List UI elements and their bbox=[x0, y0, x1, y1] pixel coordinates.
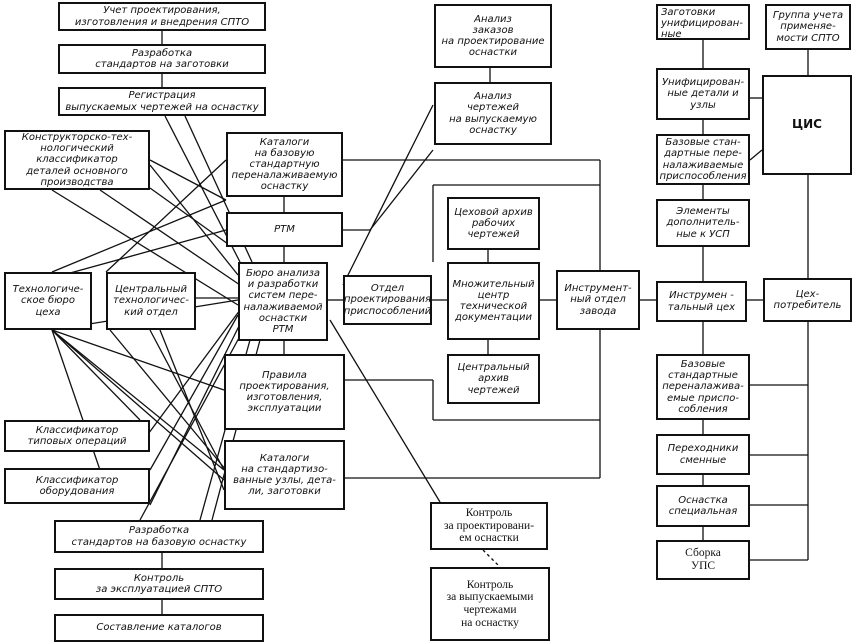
box-perehodniki: Переходники сменные bbox=[656, 434, 750, 475]
box-rtm: РТМ bbox=[226, 212, 343, 247]
box-kontrol-proekt: Контроль за проектировани- ем оснастки bbox=[430, 502, 548, 550]
box-instr-ceh: Инструмен - тальный цех bbox=[656, 281, 747, 322]
box-kontrol-vyp: Контроль за выпускаемыми чертежами на ос… bbox=[430, 567, 550, 641]
box-sostav: Составление каталогов bbox=[54, 614, 264, 642]
box-klass-oper: Классификатор типовых операций bbox=[4, 420, 150, 452]
box-kat-std: Каталоги на стандартизо- ванные узлы, де… bbox=[224, 440, 345, 510]
box-analiz-cher: Анализ чертежей на выпускаемую оснастку bbox=[434, 82, 552, 145]
box-unif: Унифицирован- ные детали и узлы bbox=[656, 68, 750, 120]
box-konstr: Конструкторско-тех- нологический классиф… bbox=[4, 130, 150, 190]
box-pravila: Правила проектирования, изготовления, эк… bbox=[224, 354, 345, 430]
box-klass-obor: Классификатор оборудования bbox=[4, 468, 150, 504]
box-kontrol-exp: Контроль за эксплуатацией СПТО bbox=[54, 568, 264, 600]
box-zagotovki: Заготовки унифицирован- ные bbox=[656, 4, 750, 40]
box-gruppa: Группа учета применяе- мости СПТО bbox=[765, 4, 851, 50]
box-sborka: Сборка УПС bbox=[656, 540, 750, 580]
box-razrab-std: Разработка стандартов на заготовки bbox=[58, 44, 266, 74]
box-biuro: Бюро анализа и разработки систем пере- н… bbox=[238, 262, 328, 341]
box-tech-biuro: Технологиче- ское бюро цеха bbox=[4, 272, 92, 330]
box-analiz-zak: Анализ заказов на проектирование оснастк… bbox=[434, 4, 552, 68]
box-registr: Регистрация выпускаемых чертежей на осна… bbox=[58, 87, 266, 116]
box-otdel-proekt: Отдел проектирования приспособлений bbox=[343, 275, 432, 325]
box-central-tech: Центральный технологичес- кий отдел bbox=[106, 272, 196, 330]
box-elementy: Элементы дополнитель- ные к УСП bbox=[656, 199, 750, 247]
box-kat-baz: Каталоги на базовую стандартную перенала… bbox=[226, 132, 343, 197]
box-bazovye-2: Базовые стандартные переналажива- емые п… bbox=[656, 354, 750, 420]
box-central-arh: Центральный архив чертежей bbox=[447, 354, 540, 404]
box-cehovoy: Цеховой архив рабочих чертежей bbox=[447, 197, 540, 250]
box-osnastka: Оснастка специальная bbox=[656, 485, 750, 527]
box-razrab-baz: Разработка стандартов на базовую оснастк… bbox=[54, 520, 264, 553]
box-cis: ЦИС bbox=[762, 75, 852, 175]
box-mnozh: Множительный центр технической документа… bbox=[447, 262, 540, 340]
box-instr-otdel: Инструмент- ный отдел завода bbox=[556, 270, 640, 330]
box-uchet: Учет проектирования, изготовления и внед… bbox=[58, 2, 266, 31]
box-ceh-potr: Цех- потребитель bbox=[763, 278, 852, 322]
box-bazovye-1: Базовые стан- дартные пере- налаживаемые… bbox=[656, 134, 750, 185]
